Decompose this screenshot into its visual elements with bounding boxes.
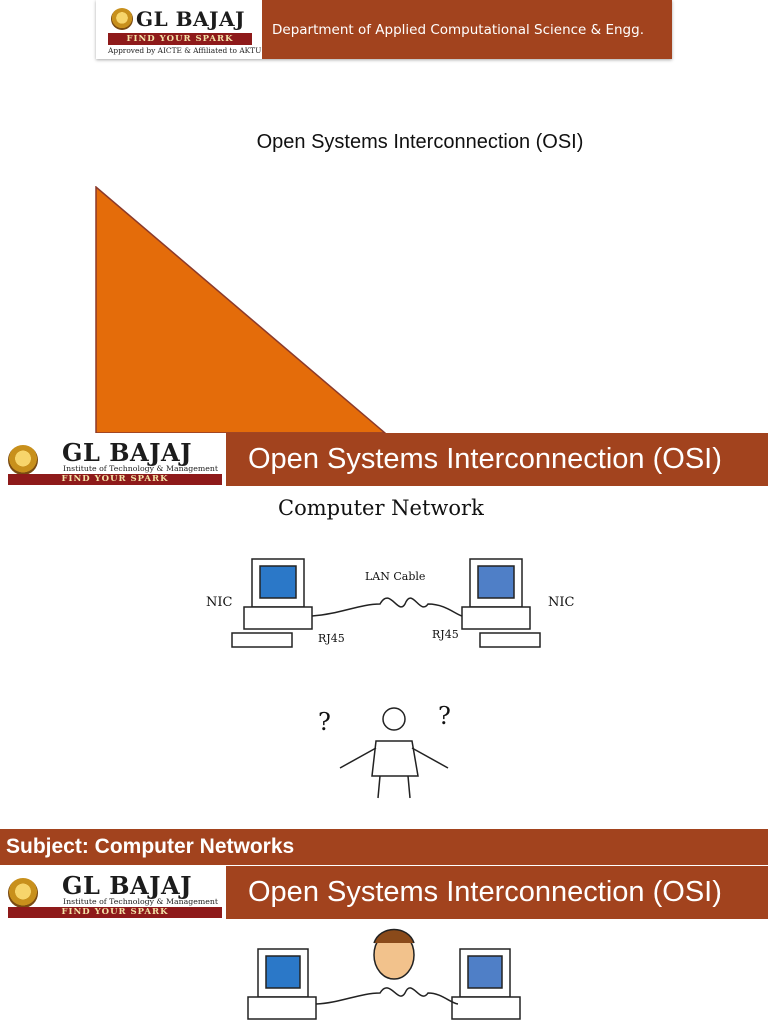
left-computer-icon (231, 558, 313, 648)
college-logo: GL BAJAJ Institute of Technology & Manag… (0, 433, 226, 486)
nic-right-label: NIC (548, 595, 575, 610)
slide3-title: Open Systems Interconnection (OSI) (248, 876, 722, 908)
slide-title-band: Open Systems Interconnection (OSI) (226, 866, 768, 919)
diagram-heading: Computer Network (278, 496, 484, 520)
crest-icon (8, 445, 38, 475)
rj45-left-label: RJ45 (318, 632, 345, 645)
lan-cable-line (311, 597, 463, 617)
triangle-polygon (95, 186, 387, 434)
logo-tagline: FIND YOUR SPARK (108, 33, 252, 45)
slide1-title: Open Systems Interconnection (OSI) (256, 131, 584, 153)
slide3-header: GL BAJAJ Institute of Technology & Manag… (0, 866, 768, 919)
logo-approval: Approved by AICTE & Affiliated to AKTU (108, 46, 262, 55)
logo-tagline: FIND YOUR SPARK (8, 474, 222, 485)
right-computer-icon (461, 558, 541, 648)
slide1-header: GL BAJAJ FIND YOUR SPARK Approved by AIC… (96, 0, 672, 59)
question-mark-left-icon: ? (318, 708, 331, 736)
college-logo: GL BAJAJ Institute of Technology & Manag… (0, 866, 226, 919)
logo-name: GL BAJAJ (136, 7, 245, 31)
cartoon-face-icon (373, 928, 415, 980)
confused-person-icon (339, 707, 449, 799)
logo-institute: Institute of Technology & Management (63, 464, 219, 473)
left-computer-icon (247, 948, 317, 1020)
crest-icon (111, 8, 133, 30)
slide2-title: Open Systems Interconnection (OSI) (248, 443, 722, 475)
department-name: Department of Applied Computational Scie… (272, 21, 644, 38)
logo-name: GL BAJAJ (62, 438, 192, 467)
network-illustration-partial (247, 928, 521, 1020)
logo-tagline: FIND YOUR SPARK (8, 907, 222, 918)
cable-label: LAN Cable (365, 570, 426, 583)
slide2-header: GL BAJAJ Institute of Technology & Manag… (0, 433, 768, 486)
logo-name: GL BAJAJ (62, 871, 192, 900)
nic-left-label: NIC (206, 595, 233, 610)
logo-institute: Institute of Technology & Management (63, 897, 219, 906)
lan-cable-line (315, 987, 459, 1005)
subject-text: Subject: Computer Networks (6, 835, 295, 858)
slide-title-band: Open Systems Interconnection (OSI) (226, 433, 768, 486)
department-band: Department of Applied Computational Scie… (262, 0, 672, 59)
question-mark-right-icon: ? (438, 702, 451, 730)
college-logo: GL BAJAJ FIND YOUR SPARK Approved by AIC… (96, 0, 262, 59)
crest-icon (8, 878, 38, 908)
subject-bar: Subject: Computer Networks (0, 829, 768, 865)
orange-triangle-shape (95, 186, 387, 434)
right-computer-icon (451, 948, 521, 1020)
network-illustration (231, 558, 541, 799)
rj45-right-label: RJ45 (432, 628, 459, 641)
network-diagram: Computer Network LAN Cable NIC NIC RJ4 (0, 486, 768, 829)
